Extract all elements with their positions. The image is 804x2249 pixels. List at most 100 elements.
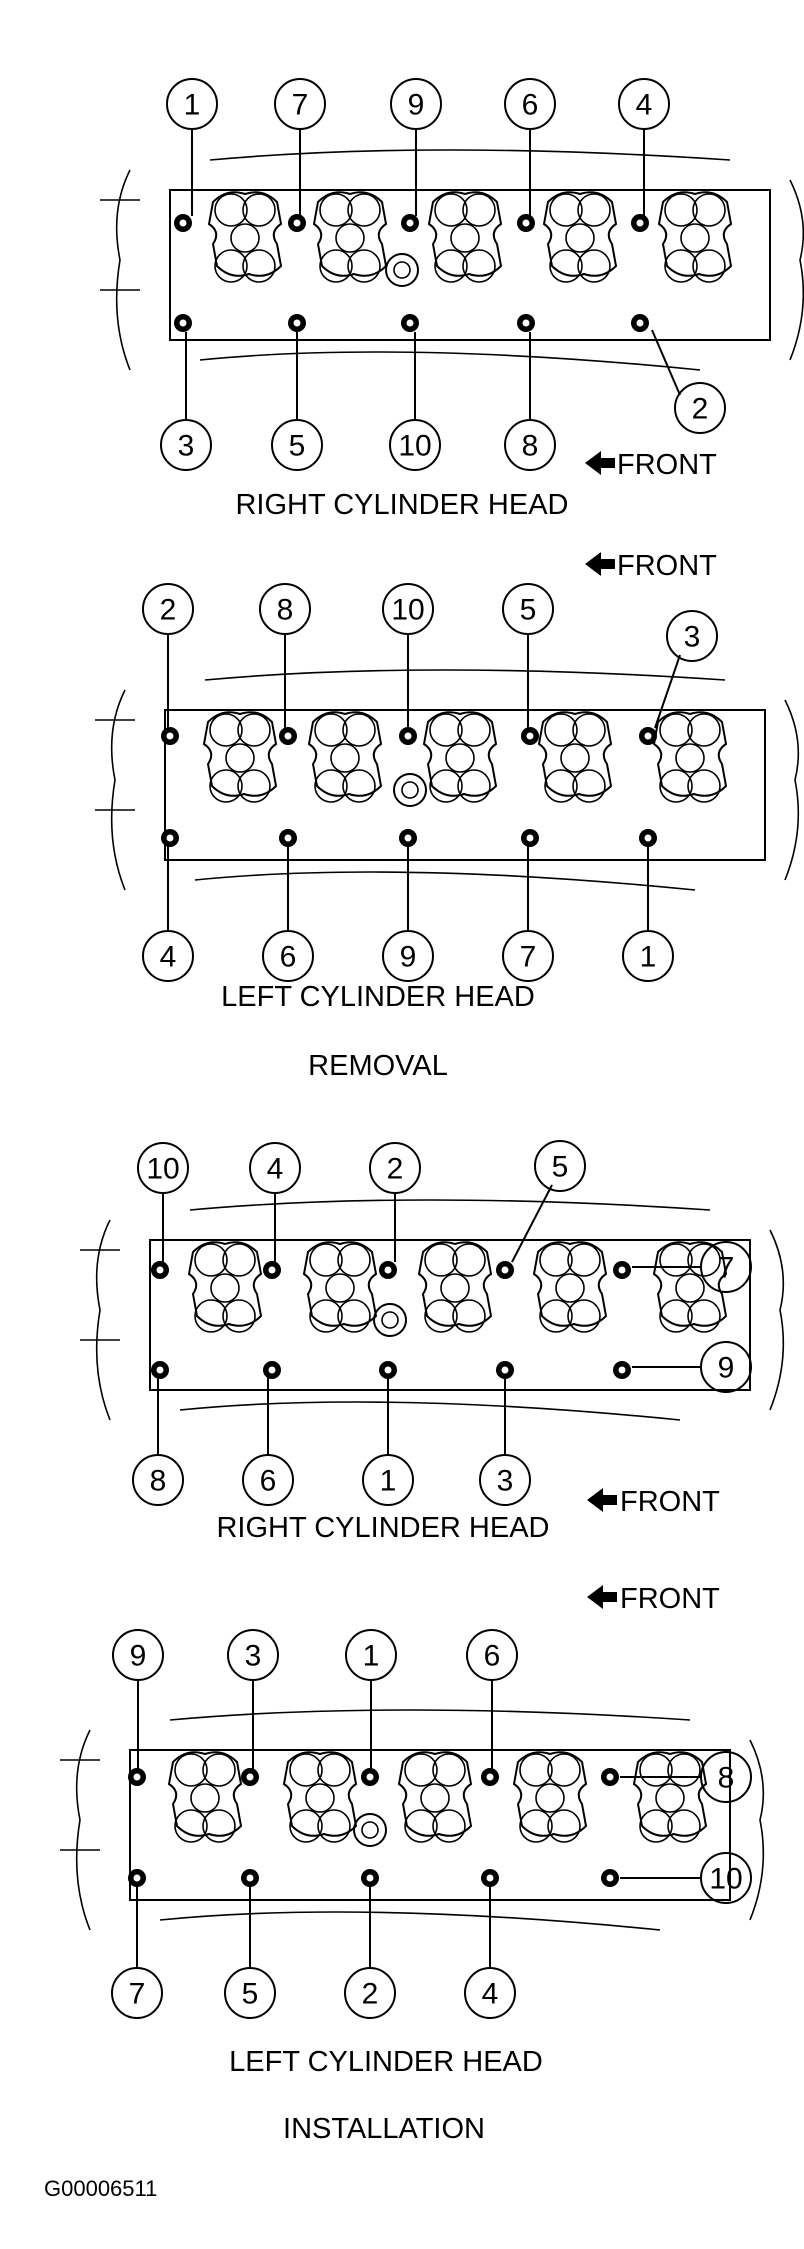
callout-number: 10 [398, 430, 431, 463]
bolt [613, 1361, 631, 1379]
callout-number: 9 [130, 1640, 147, 1673]
bolt [517, 314, 535, 332]
bolt [288, 214, 306, 232]
callout-number: 3 [245, 1640, 262, 1673]
panel-left-head-installation: FRONT 9 3 1 6 7 5 2 4 [59, 1583, 765, 2078]
bolt [496, 1261, 514, 1279]
callout-number: 9 [718, 1352, 735, 1385]
leader-line [620, 1776, 700, 1879]
bolt [613, 1261, 631, 1279]
callout-top: 2 8 10 5 3 [142, 583, 718, 729]
bolt [128, 1768, 146, 1786]
panel-left-head-removal: FRONT 2 8 10 5 3 4 6 9 [94, 550, 800, 1013]
bolt [521, 829, 539, 847]
callout-number: 3 [684, 621, 701, 654]
bolt [151, 1261, 169, 1279]
bolt [279, 727, 297, 745]
callout-top: 1 7 9 6 4 [166, 78, 670, 216]
front-arrow-icon [587, 1488, 617, 1512]
callout-bottom: 3 5 10 8 [160, 332, 556, 471]
bolt [631, 314, 649, 332]
bolt [128, 1869, 146, 1887]
leader-line [632, 1266, 700, 1368]
bolt [379, 1361, 397, 1379]
callout-bottom: 7 5 2 4 [111, 1886, 516, 2019]
callout-number: 2 [160, 594, 177, 627]
callout-number: 1 [640, 941, 657, 974]
bolt [521, 727, 539, 745]
bolt [279, 829, 297, 847]
callout-bottom: 4 6 9 7 1 [142, 846, 674, 982]
leader-line [651, 329, 681, 396]
front-label: FRONT [617, 449, 717, 481]
bolt [481, 1869, 499, 1887]
panel-title: LEFT CYLINDER HEAD [229, 2046, 543, 2078]
callout-number: 2 [387, 1153, 404, 1186]
section-title-removal: REMOVAL [308, 1050, 448, 1082]
callout-number: 4 [160, 941, 177, 974]
bolt [263, 1261, 281, 1279]
callout-number: 8 [522, 430, 539, 463]
bolt [241, 1869, 259, 1887]
bolt [161, 829, 179, 847]
callout-number: 7 [520, 941, 537, 974]
bolt [361, 1869, 379, 1887]
callout-number: 5 [552, 1151, 569, 1184]
callout-number: 8 [277, 594, 294, 627]
callout-side [700, 1241, 752, 1293]
callout-number: 10 [709, 1863, 742, 1896]
bolt [601, 1768, 619, 1786]
callout-number: 5 [289, 430, 306, 463]
callout-top: 9 3 1 6 [112, 1629, 518, 1769]
bolt [174, 314, 192, 332]
panel-title: RIGHT CYLINDER HEAD [216, 1512, 549, 1544]
head-outline [94, 669, 800, 891]
bolt [639, 727, 657, 745]
bolt [631, 214, 649, 232]
bolt [517, 214, 535, 232]
callout-number: 2 [362, 1978, 379, 2011]
callout-number: 1 [380, 1465, 397, 1498]
bolt [241, 1768, 259, 1786]
callout-number: 3 [497, 1465, 514, 1498]
bolt [161, 727, 179, 745]
callout-side [700, 1751, 752, 1803]
callout-number: 7 [292, 89, 309, 122]
callout-number: 7 [718, 1252, 735, 1285]
bolt [288, 314, 306, 332]
head-outline [59, 1709, 765, 1931]
callout-number: 9 [400, 941, 417, 974]
front-label: FRONT [620, 1583, 720, 1615]
bolt [151, 1361, 169, 1379]
callout-bottom: 8 6 1 3 [132, 1377, 531, 1506]
callout-number: 4 [267, 1153, 284, 1186]
callout-number: 8 [150, 1465, 167, 1498]
callout-number: 5 [520, 594, 537, 627]
callout-number: 6 [280, 941, 297, 974]
callout-top: 10 4 2 5 [137, 1140, 586, 1263]
callout-number: 10 [391, 594, 424, 627]
callout-number: 6 [260, 1465, 277, 1498]
callout-number: 9 [408, 89, 425, 122]
bolt [639, 829, 657, 847]
bolt [399, 829, 417, 847]
callout-number: 6 [522, 89, 539, 122]
panel-title: LEFT CYLINDER HEAD [221, 981, 535, 1013]
callout-number: 5 [242, 1978, 259, 2011]
panel-title: RIGHT CYLINDER HEAD [235, 489, 568, 521]
callout-side [700, 1852, 752, 1904]
figure-code: G00006511 [44, 2176, 157, 2201]
panel-right-head-installation: 10 4 2 5 8 6 1 3 7 9 FRONT RIGHT CYLINDE… [79, 1140, 785, 1544]
bolt [379, 1261, 397, 1279]
bolt [481, 1768, 499, 1786]
bolt [401, 214, 419, 232]
callout-number: 8 [718, 1762, 735, 1795]
bolt [361, 1768, 379, 1786]
panel-right-head-removal: 1 7 9 6 4 3 5 10 8 2 FRONT RIGHT CYLINDE… [99, 78, 804, 521]
callout-number: 1 [363, 1640, 380, 1673]
head-outline [99, 149, 804, 371]
front-arrow-icon [585, 451, 615, 475]
front-arrow-icon [585, 552, 615, 576]
callout-number: 7 [129, 1978, 146, 2011]
